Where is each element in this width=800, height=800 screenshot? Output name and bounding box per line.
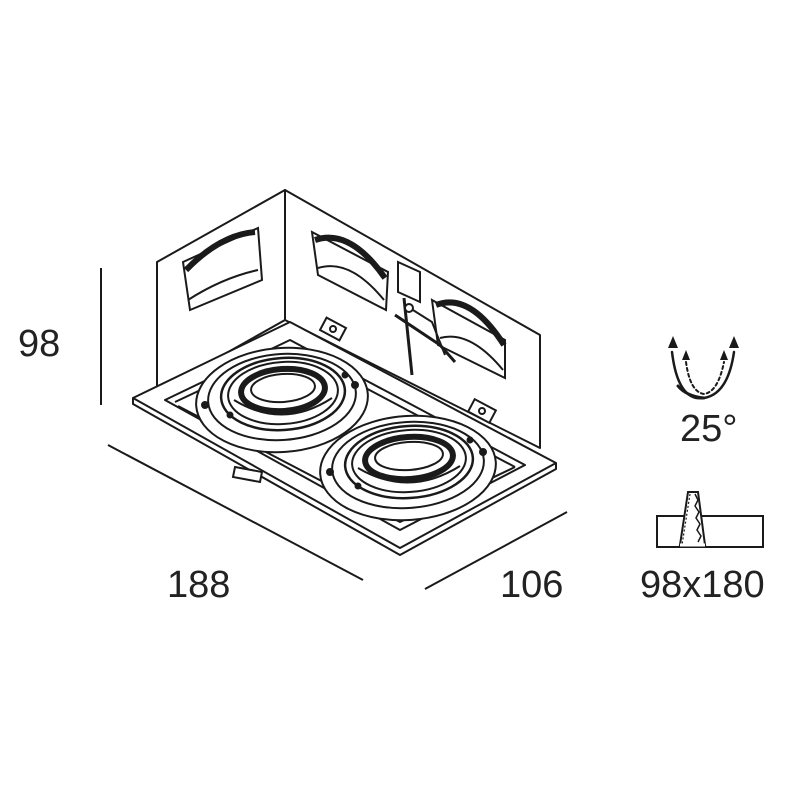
length-label: 188	[167, 564, 230, 606]
lamp-gimbal-2	[319, 414, 497, 522]
mounting-clip	[394, 260, 457, 376]
panel-cutout-left	[181, 226, 264, 312]
length-dimension-line	[107, 444, 364, 581]
width-dimension-line	[424, 511, 568, 590]
tilt-angle-label: 25°	[680, 408, 737, 450]
front-tab	[231, 465, 264, 484]
dimension-lines	[100, 268, 568, 590]
tilt-arc-icon	[668, 336, 739, 400]
lamp-gimbal-1	[195, 346, 369, 454]
height-label: 98	[18, 323, 60, 365]
panel-cutout-middle	[310, 230, 390, 312]
ceiling-cutout-icon	[656, 491, 764, 548]
width-label: 106	[500, 564, 563, 606]
screw-tabs	[318, 316, 498, 425]
cutout-size-label: 98x180	[640, 564, 765, 606]
